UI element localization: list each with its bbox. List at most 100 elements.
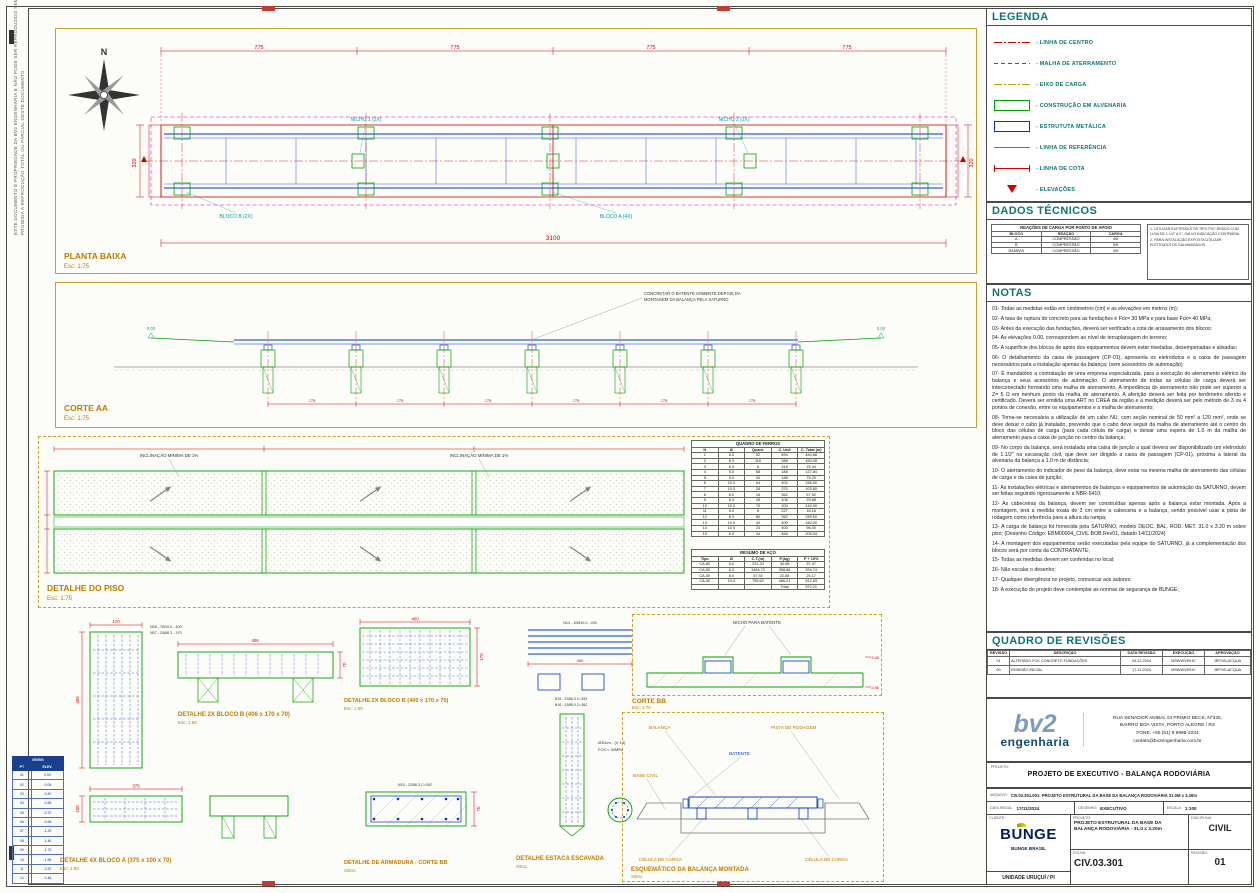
dim-label: 406 xyxy=(75,696,80,704)
corte-scale: Esc: 1:75 xyxy=(64,416,90,422)
esquematico-drawing: BALANÇA PISTA DE RODAGEM BATENTE BASE CI… xyxy=(623,713,883,881)
svg-text:CÉLULA DE CARGA: CÉLULA DE CARGA xyxy=(639,856,683,862)
dim-label: 406 xyxy=(251,638,259,643)
legend-swatch-icon xyxy=(994,37,1030,49)
corte-bb-drawing: NICHO PARA BATENTE -0.06 -0.56 xyxy=(633,615,881,695)
corte-bb-label: CORTE BB Esc: 1:70 xyxy=(632,698,666,710)
svg-text:0.00: 0.00 xyxy=(877,326,886,331)
detail-title: DETALHE DE ARMADURA - CORTE BB xyxy=(344,860,448,866)
level-row: 11-2.20 xyxy=(13,864,64,873)
data-inicial-cell: DATA INICIAL: 17/11/2024 xyxy=(987,802,1075,814)
legend-item: - CONSTRUÇÃO EM ALVENARIA xyxy=(987,95,1251,116)
legend-label: - ELEVAÇÕES xyxy=(1036,187,1075,193)
svg-text:NICHO 2 (2X): NICHO 2 (2X) xyxy=(718,117,749,123)
plan-labels: NICHO 1 (2X) NICHO 2 (2X) BLOCO B (2X) B… xyxy=(219,117,749,220)
detail-title: ESQUEMÁTICO DA BALANÇA MONTADA xyxy=(631,866,749,873)
bloco-b2-rebar xyxy=(362,630,468,684)
resumo-aco: RESUMO DE AÇO Tipo Ø C.T.(m) P.(kg) P + … xyxy=(691,549,825,590)
rebar-label: N06 - 7Ø10.0 - 400 xyxy=(150,625,182,629)
svg-text:BATENTE: BATENTE xyxy=(729,751,750,756)
desenho-cell: DESENHO: EXECUTIVO xyxy=(1075,802,1163,814)
svg-text:BLOCO A (4X): BLOCO A (4X) xyxy=(600,214,633,220)
dim-label: 100 xyxy=(75,805,80,813)
batente-block xyxy=(705,661,731,673)
dim-label: 70 xyxy=(476,806,481,811)
dados-tecnicos-section: DADOS TÉCNICOS REAÇÕES DE CARGA POR PONT… xyxy=(986,202,1252,284)
detail-scale: Esc: 1:50 xyxy=(178,720,197,725)
legend-label: - EIXO DE CARGA xyxy=(1036,82,1086,88)
label-leaders xyxy=(647,731,839,857)
detail-title: DETALHE 2X BLOCO B (400 x 170 x 70) xyxy=(344,698,448,704)
svg-text:CÉLULA DE CARGA: CÉLULA DE CARGA xyxy=(805,856,849,862)
detail-title: DETALHE ESTACA ESCAVADA xyxy=(516,856,605,862)
detail-scale: S/Esc xyxy=(631,874,644,879)
arquivo-row: ARQUIVO: CIV.03.301.001- PROJETO ESTRUTU… xyxy=(987,789,1251,802)
detalhe-bloco-b2-drawing: 400 170 DETALHE 2X BLOCO B (400 x 170 x … xyxy=(338,616,496,716)
steel-summary-row: Total970.21 xyxy=(692,584,825,590)
legenda-section: LEGENDA - LINHA DE CENTRO - MALHA DE ATE… xyxy=(986,8,1252,202)
deck xyxy=(151,338,881,344)
stirrup xyxy=(582,674,604,690)
nota-item: 03- Antes da execução das fundações, dev… xyxy=(992,326,1246,333)
svg-text:CONCRETAR O BATENTE SOMENTE DE: CONCRETAR O BATENTE SOMENTE DEPOIS DA xyxy=(644,291,741,296)
revisoes-section: QUADRO DE REVISÕES REVISÃO DESCRIÇÃO DAT… xyxy=(986,632,1252,698)
nota-item: 08- Torna-se necessária a utilização de … xyxy=(992,415,1246,442)
right-panel: LEGENDA - LINHA DE CENTRO - MALHA DE ATE… xyxy=(986,8,1252,885)
planta-title: PLANTA BAIXA xyxy=(64,251,126,261)
company-email[interactable]: contato@bv2engenharia.com.br xyxy=(1086,738,1249,746)
svg-text:BLOCO B (2X): BLOCO B (2X) xyxy=(219,214,252,220)
dim-label: 400 xyxy=(577,658,584,663)
elevation-labels: -0.06 -0.56 xyxy=(870,656,879,690)
arquivo-value: CIV.03.301.001- PROJETO ESTRUTURAL DA BA… xyxy=(1011,793,1197,798)
legend-item: - LINHA DE REFERÊNCIA xyxy=(987,137,1251,158)
svg-text:PISTA DE RODAGEM: PISTA DE RODAGEM xyxy=(771,725,817,730)
dados-note: 1- UTILIZAR ELETRODUTOS TIPO PVC RÍGIDO … xyxy=(1150,227,1246,236)
rebar-bars xyxy=(528,630,632,654)
company-block: bv2 engenharia RUA SENADOR ANIBAL DI PRI… xyxy=(986,698,1252,762)
detalhe-armadura-drawing: N15 - 22Ø6.3 C=392 70 DETALHE DE ARMADUR… xyxy=(338,778,496,878)
revisao-cell: REVISÃO: 01 xyxy=(1189,850,1251,884)
detail-title: DETALHE 4X BLOCO A (375 x 100 x 70) xyxy=(60,858,171,864)
corte-dim-labels: 775 775 775 775 775 775 xyxy=(309,398,756,403)
planta-drawing: N 775 775 775 775 xyxy=(56,29,976,273)
legend-label: - CONSTRUÇÃO EM ALVENARIA xyxy=(1036,103,1127,109)
rebar-label: N13 - 10Ø10.0 - 400 xyxy=(563,621,597,625)
svg-text:INCLINAÇÃO MÍNIMA DE 1%: INCLINAÇÃO MÍNIMA DE 1% xyxy=(450,453,509,458)
level-row: 10-1.96 xyxy=(13,855,64,864)
detail-title: DETALHE 2X BLOCO B (406 x 170 x 70) xyxy=(178,712,290,718)
legend-label: - LINHA DE COTA xyxy=(1036,166,1085,172)
nota-item: 18- A execução do projeto deve contempla… xyxy=(992,587,1246,594)
nota-item: 16- Não escalar o desenho; xyxy=(992,567,1246,574)
planta-box: N 775 775 775 775 xyxy=(55,28,977,274)
nota-item: 01- Todas as medidas estão em centimetro… xyxy=(992,306,1246,313)
svg-text:-0.06: -0.06 xyxy=(870,656,879,660)
elevation-markers: 0.00 0.00 xyxy=(147,326,886,338)
rebar-label: N16 - 22Ø8.0 C=382 xyxy=(555,703,587,707)
stirrup xyxy=(371,796,461,822)
levels-table: NÍVEIS PTELEV. 010.0002-0.0603-0.4004-0.… xyxy=(12,756,64,884)
stirrup xyxy=(538,674,560,690)
legend-item: - MALHA DE ATERRAMENTO xyxy=(987,53,1251,74)
rebar-dots xyxy=(373,798,460,821)
legend-swatch-icon xyxy=(994,163,1030,175)
nota-item: 13- A carga de balança foi fornecida pel… xyxy=(992,524,1246,538)
nota-item: 02- A taxa de ruptura do concreto para a… xyxy=(992,316,1246,323)
revisoes-title: QUADRO DE REVISÕES xyxy=(987,633,1251,650)
level-row: 010.00 xyxy=(13,771,64,780)
svg-text:-0.56: -0.56 xyxy=(870,686,879,690)
nicho-label: NICHO PARA BATENTE xyxy=(733,620,781,625)
dim-label: 320 xyxy=(132,158,138,167)
folha-cell: FOLHA: CIV.03.301 xyxy=(1071,850,1189,884)
nota-item: 11- As instalações elétricas e aterramen… xyxy=(992,485,1246,499)
base-hatch xyxy=(653,673,837,687)
plan-dim-top xyxy=(161,47,946,121)
reacao-row: RAMPASCOMPRESSÃO30t xyxy=(992,248,1141,254)
company-address-2: BAIRRO BOA VISTA, PORTO ALEGRE / RS xyxy=(1086,722,1249,730)
pile-note: FCK = 30MPa xyxy=(598,747,624,752)
svg-text:775: 775 xyxy=(842,45,851,51)
detalhe-bloco-b-drawing: 170 406 N06 - 7Ø10.0 - 400 N07 - 24Ø6.3 … xyxy=(50,616,350,778)
level-row: 07-1.20 xyxy=(13,827,64,836)
legend-swatch-icon xyxy=(994,58,1030,70)
cliente-name: BUNGE BRASIL xyxy=(987,846,1070,851)
